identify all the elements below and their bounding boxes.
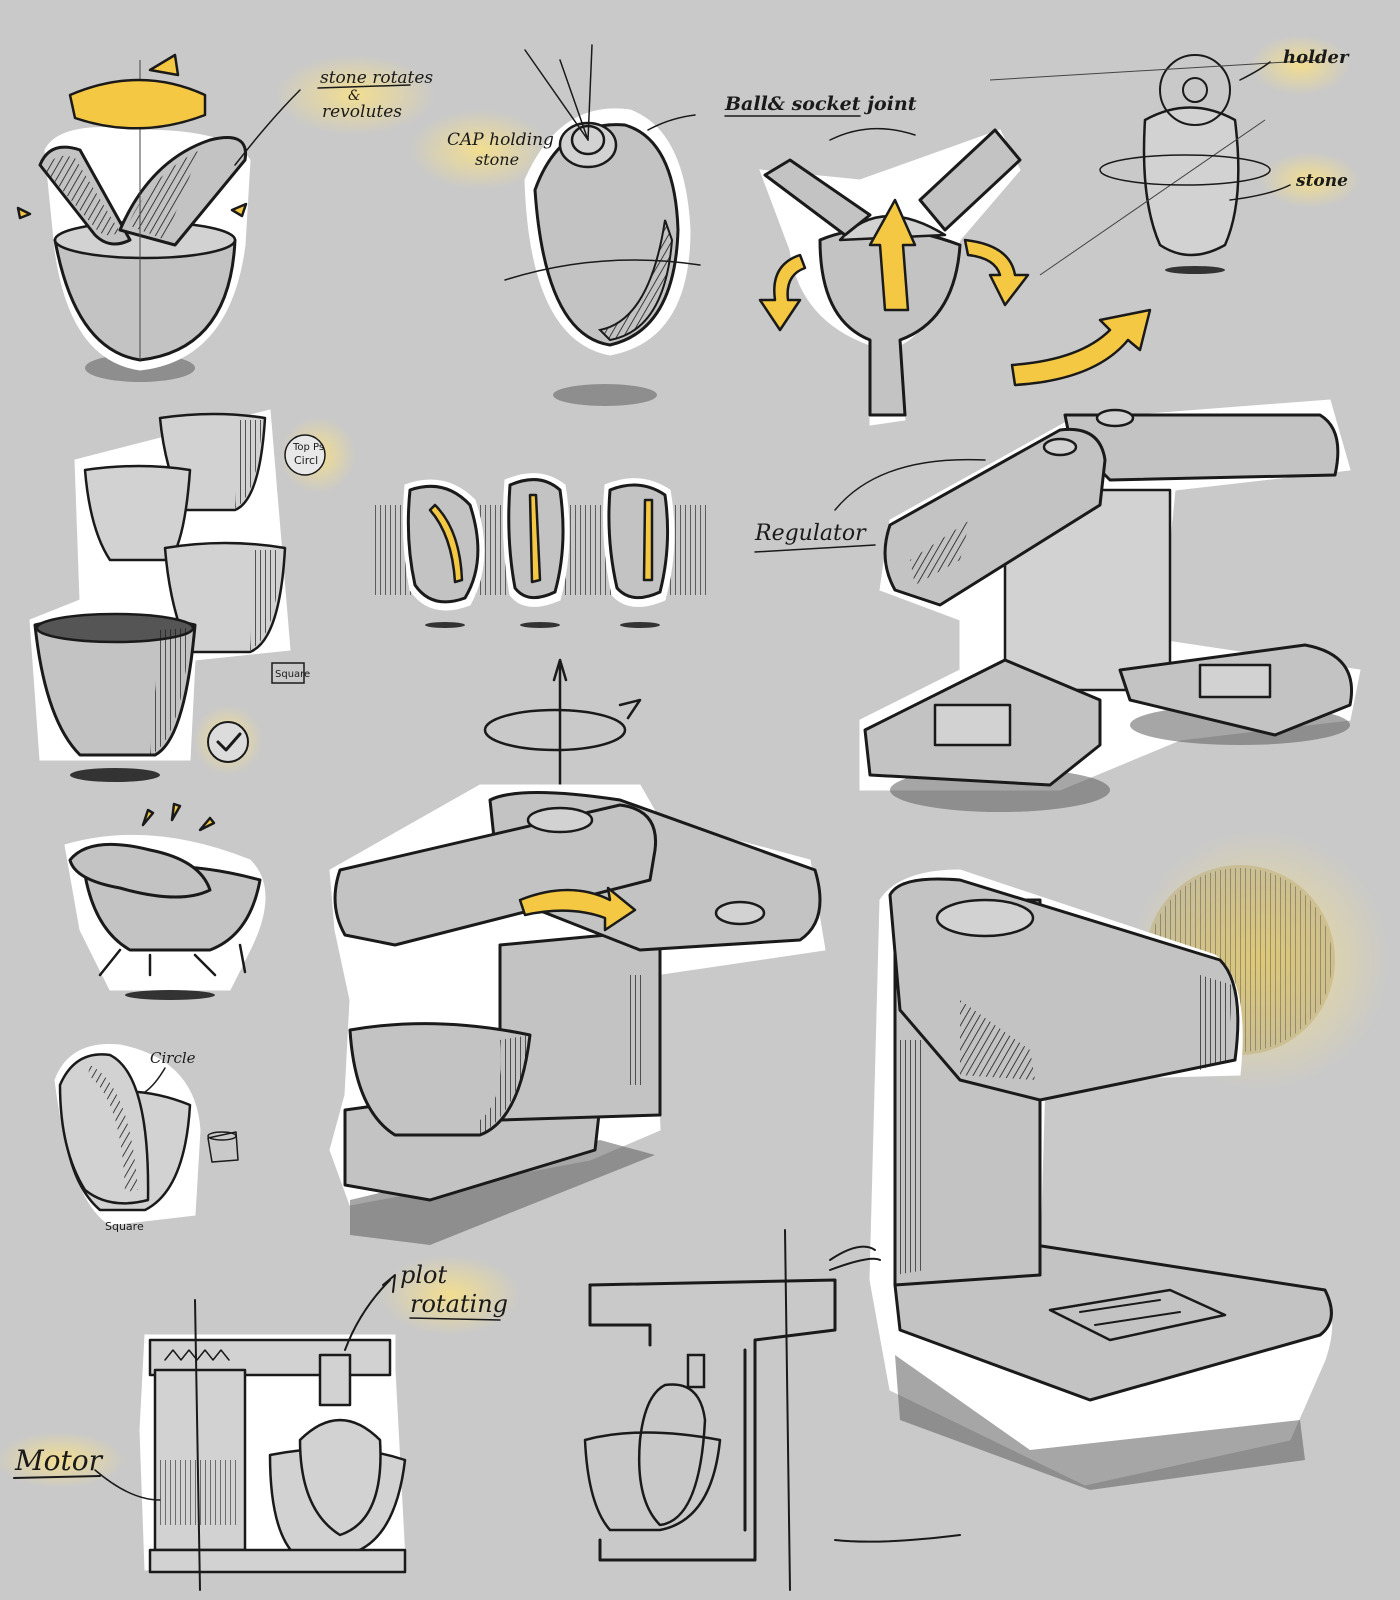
label-revolutes: revolutes	[322, 102, 402, 122]
label-circle: Circle	[150, 1049, 196, 1067]
holder-stone-sketch: holder stone	[989, 47, 1350, 387]
label-pot-rotating-1: plot	[400, 1261, 447, 1289]
central-machine-sketch	[329, 658, 826, 1245]
label-top-circle-2: Circl	[294, 454, 318, 467]
label-stone-rotates: stone rotates	[320, 68, 433, 88]
bowl-variants-sketch: Top Ps Circl Square	[29, 409, 326, 782]
label-regulator: Regulator	[754, 521, 867, 546]
circle-square-stone-sketch: Circle Square	[54, 1043, 239, 1233]
label-cap-holding: CAP holding	[447, 130, 554, 150]
label-top-circle-1: Top Ps	[292, 442, 324, 453]
label-square-2: Square	[105, 1220, 144, 1233]
label-square-1: Square	[275, 669, 310, 680]
label-motor: Motor	[14, 1444, 104, 1477]
label-stone: stone	[1295, 171, 1348, 191]
stand-mixer-outline-sketch	[583, 1229, 961, 1591]
regulator-machine-sketch: Regulator	[754, 399, 1361, 812]
tall-l-machine-sketch	[829, 865, 1335, 1490]
label-stone-cap: stone	[475, 150, 519, 169]
stone-holder-variants-sketch	[375, 473, 710, 628]
cap-holding-stone-sketch: CAP holding stone	[447, 44, 701, 406]
label-ampersand: &	[348, 88, 360, 104]
mortar-legs-sketch	[64, 802, 266, 1000]
label-pot-rotating-2: rotating	[410, 1290, 508, 1318]
motor-pot-rotating-sketch: plot rotating Motor	[13, 1261, 508, 1591]
label-ball-socket-joint: Ball& socket joint	[724, 93, 917, 115]
label-holder: holder	[1283, 47, 1350, 68]
ball-socket-joint-sketch: Ball& socket joint	[724, 93, 1030, 426]
check-circle-icon	[207, 721, 249, 763]
mortar-pestle-sketch-1: stone rotates & revolutes	[16, 53, 433, 382]
